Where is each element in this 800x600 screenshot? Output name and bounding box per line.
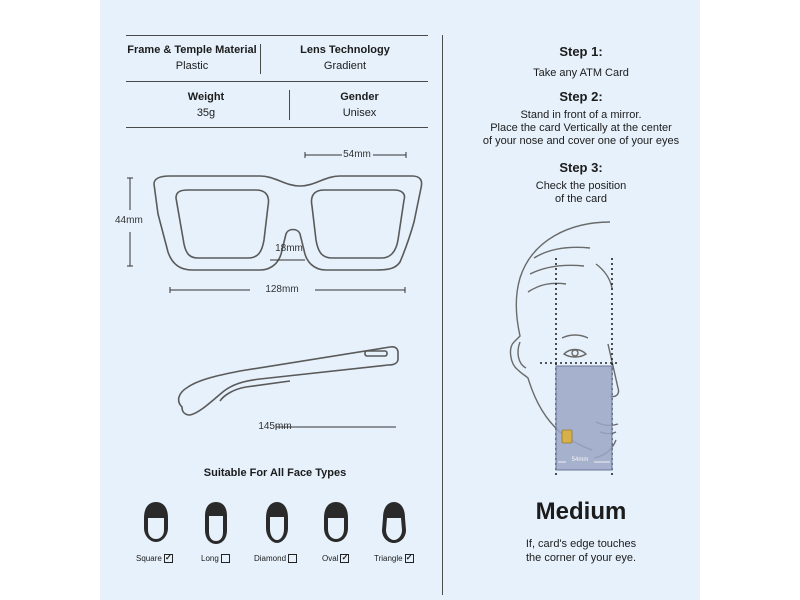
glasses-front-icon <box>153 175 423 271</box>
table-rule <box>126 81 428 82</box>
step-text-line: of the card <box>555 193 607 205</box>
spec-value: Gradient <box>323 60 367 72</box>
step-text-line: Take any ATM Card <box>533 67 629 79</box>
card-width-label: 54mm <box>571 457 589 463</box>
face-type-diamond: Diamond <box>254 554 298 563</box>
spec-gender: Gender Unisex <box>291 91 428 119</box>
frame-width-label: 128mm <box>265 284 299 295</box>
checkbox-icon <box>220 554 230 563</box>
spec-label: Gender <box>340 91 379 103</box>
table-divider <box>260 44 261 74</box>
oval-face-icon <box>324 502 348 542</box>
glasses-front-diagram <box>127 152 423 293</box>
step-text-line: Check the position <box>535 180 627 192</box>
spec-label: Lens Technology <box>300 44 390 56</box>
spec-value: 35g <box>196 107 216 119</box>
spec-label: Frame & Temple Material <box>127 44 257 56</box>
face-type-long: Long <box>201 554 230 563</box>
card-measure-illustration <box>509 221 620 476</box>
frame-size-result: Medium <box>535 498 627 525</box>
square-face-icon <box>144 502 168 542</box>
spec-value: Unisex <box>342 107 377 119</box>
table-divider <box>289 90 290 120</box>
lens-width-label: 54mm <box>343 149 371 160</box>
result-note-line: If, card's edge touches <box>525 538 637 550</box>
step-1: Step 1: Take any ATM Card <box>470 44 692 80</box>
spec-value: Plastic <box>175 60 209 72</box>
face-type-label: Triangle <box>374 554 403 563</box>
check-icon: ✓ <box>163 553 173 563</box>
check-icon: ✓ <box>340 553 350 563</box>
temple-arm-icon <box>177 346 399 416</box>
table-rule <box>126 35 428 36</box>
face-type-square: Square ✓ <box>136 554 173 563</box>
card-chip-icon <box>561 429 573 444</box>
diamond-face-icon <box>266 502 288 543</box>
atm-card-icon <box>555 365 613 471</box>
step-title: Step 2: <box>559 89 603 104</box>
temple-length-label: 145mm <box>258 421 292 432</box>
triangle-face-icon <box>382 502 406 543</box>
face-types-title: Suitable For All Face Types <box>203 467 347 479</box>
lens-height-label: 44mm <box>115 215 143 226</box>
face-type-label: Diamond <box>254 554 287 563</box>
section-divider <box>442 35 443 595</box>
result-note-line: the corner of your eye. <box>525 552 637 564</box>
long-face-icon <box>205 502 227 544</box>
spec-lens-technology: Lens Technology Gradient <box>262 44 428 72</box>
spec-weight: Weight 35g <box>126 91 286 119</box>
temple-side-diagram <box>177 346 399 430</box>
spec-frame-material: Frame & Temple Material Plastic <box>126 44 258 72</box>
product-info-panel: Frame & Temple Material Plastic Lens Tec… <box>100 0 700 600</box>
bridge-width-label: 18mm <box>275 243 303 254</box>
face-type-oval: Oval ✓ <box>322 553 350 563</box>
step-2: Step 2: Stand in front of a mirror. Plac… <box>470 89 692 148</box>
step-text-line: Stand in front of a mirror. <box>520 109 642 121</box>
step-text-line: of your nose and cover one of your eyes <box>482 135 680 147</box>
face-type-label: Oval <box>322 554 339 563</box>
step-text-line: Place the card Vertically at the center <box>490 122 672 134</box>
check-icon: ✓ <box>404 553 414 563</box>
result-note: If, card's edge touches the corner of yo… <box>470 537 692 565</box>
table-rule <box>126 127 428 128</box>
step-title: Step 3: <box>559 160 603 175</box>
checkbox-icon <box>288 554 298 563</box>
face-type-triangle: Triangle ✓ <box>374 554 414 563</box>
step-title: Step 1: <box>559 44 603 59</box>
face-type-label: Long <box>201 554 219 563</box>
step-3: Step 3: Check the position of the card <box>470 160 692 206</box>
face-type-label: Square <box>136 554 162 563</box>
spec-label: Weight <box>187 91 225 103</box>
